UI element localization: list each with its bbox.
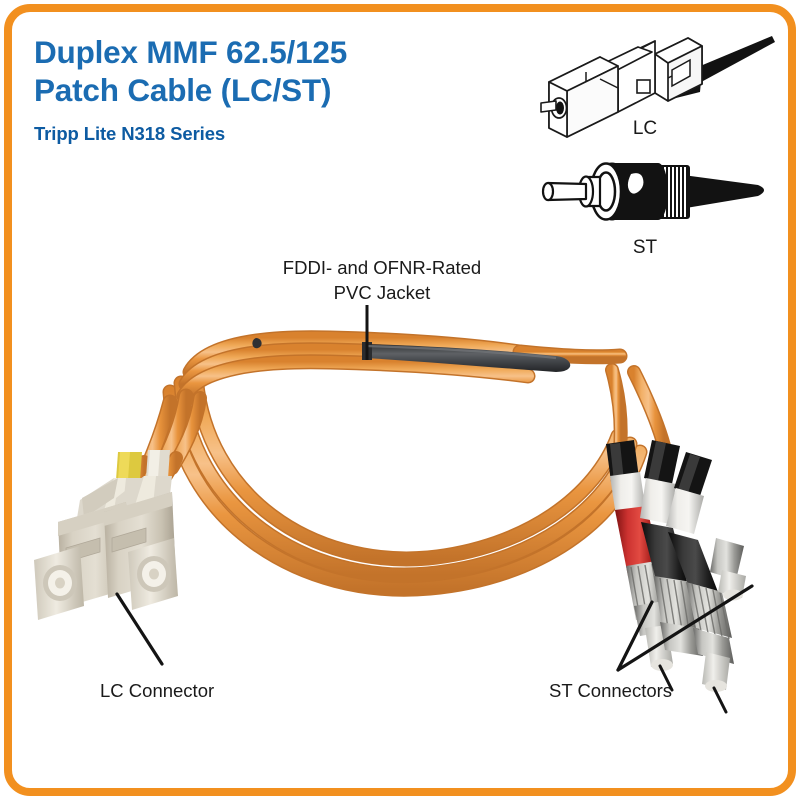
callout-jacket-line-1: FDDI- and OFNR-Rated [282, 257, 482, 278]
st-connector-icon [541, 162, 764, 221]
callout-jacket-line-2: PVC Jacket [333, 282, 431, 303]
st-connectors-photo [606, 440, 746, 714]
callout-st-connectors: ST Connectors [549, 680, 673, 701]
st-connector-black-far [666, 452, 734, 714]
st-ferrule-extra [710, 538, 746, 601]
leader-st-connector-1 [616, 600, 654, 672]
page-title: Duplex MMF 62.5/125 Patch Cable (LC/ST) [34, 33, 504, 109]
title-line-1: Duplex MMF 62.5/125 [34, 34, 348, 70]
leader-lc-connector [115, 592, 164, 666]
st-icon-caption: ST [632, 237, 658, 258]
page-subtitle: Tripp Lite N318 Series [34, 123, 226, 144]
lc-icon-caption: LC [632, 118, 658, 139]
title-line-2: Patch Cable (LC/ST) [34, 72, 332, 108]
leader-st-connector-2 [616, 584, 754, 672]
lc-connector-icon [540, 36, 775, 138]
lc-body-b [104, 492, 178, 610]
callout-lc-connector: LC Connector [100, 680, 215, 701]
lc-connector-photo [34, 450, 178, 620]
callout-pvc-jacket: FDDI- and OFNR-Rated PVC Jacket [232, 255, 532, 305]
